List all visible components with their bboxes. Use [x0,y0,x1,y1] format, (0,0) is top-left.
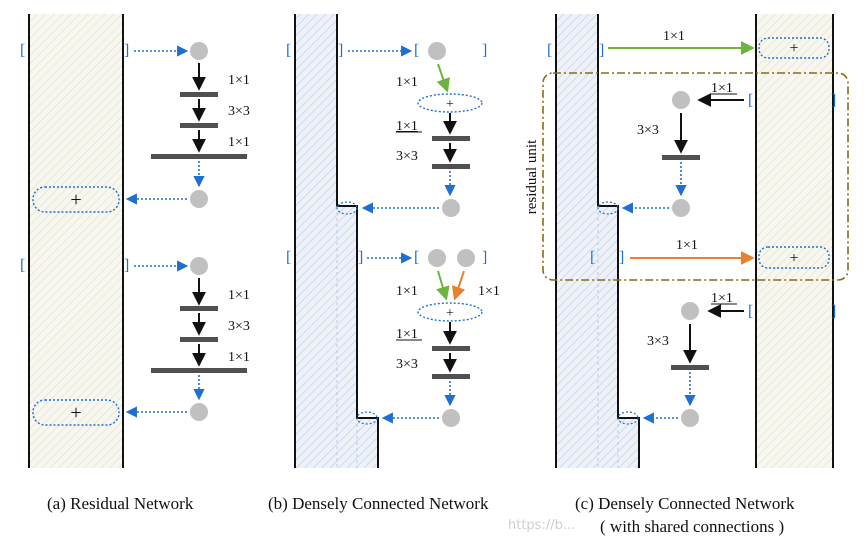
bracket-right: ] [482,249,487,266]
bracket-right: ] [124,257,129,274]
kernel-label: 3×3 [228,319,250,334]
sum-node [597,201,619,215]
bracket-left: [ [286,249,291,266]
sum-node [417,302,483,322]
node [428,42,446,60]
sum-node [32,399,120,426]
node [190,257,208,275]
bracket-right: ] [482,42,487,59]
conv-bar [432,136,470,141]
bracket-left: [ [748,92,753,109]
kernel-label: 1×1 [711,81,733,96]
panel-c-dense-shared: [ ] 1×1 + residual unit ] [ 1×1 3×3 [ ] … [524,14,849,468]
bracket-left: [ [286,42,291,59]
kernel-label: 3×3 [637,123,659,138]
caption-c-subtitle: ( with shared connections ) [600,517,785,536]
dense-column [556,14,639,468]
kernel-label: 1×1 [711,291,733,306]
kernel-label: 3×3 [396,357,418,372]
kernel-label: 1×1 [228,73,250,88]
sum-label: + [446,97,454,112]
kernel-label: 3×3 [228,104,250,119]
conv-bar [180,337,218,342]
bracket-left: [ [748,303,753,320]
conv-bar [432,374,470,379]
kernel-label: 3×3 [396,149,418,164]
node [681,409,699,427]
sum-label: + [789,40,798,57]
kernel-label: 1×1 [396,327,418,342]
bracket-right: ] [358,249,363,266]
watermark: https://b... [508,518,576,533]
sum-node [356,411,378,425]
bracket-left: [ [20,257,25,274]
kernel-label: 1×1 [396,75,418,90]
conv-bar [151,368,247,373]
bracket-right: ] [599,42,604,59]
kernel-label: 1×1 [228,350,250,365]
residual-column [29,14,123,468]
bracket-left: [ [590,249,595,266]
bracket-right: ] [338,42,343,59]
conv-bar [180,123,218,128]
residual-unit-label: residual unit [524,139,540,214]
dense-column [295,14,378,468]
panel-a-residual: [ ] + 1×1 3×3 1×1 [ ] + 1×1 3×3 [20,14,250,468]
bracket-left: [ [20,42,25,59]
conv-bar [662,155,700,160]
residual-column [756,14,833,468]
node [190,190,208,208]
node [442,409,460,427]
sum-node [617,411,639,425]
kernel-label: 1×1 [478,284,500,299]
sum-label: + [70,189,81,211]
sum-node [32,186,120,213]
kernel-label: 3×3 [647,334,669,349]
node [672,91,690,109]
node [442,199,460,217]
sum-node [758,37,830,59]
node [190,42,208,60]
bracket-left: [ [547,42,552,59]
node [190,403,208,421]
kernel-label: 1×1 [396,119,418,134]
conv-bar [432,164,470,169]
node [681,302,699,320]
node [672,199,690,217]
bracket-right: ] [831,92,836,109]
conv-bar [671,365,709,370]
caption-b: (b) Densely Connected Network [268,494,489,513]
bracket-right: ] [831,303,836,320]
sum-node [417,93,483,113]
conv-bar [432,346,470,351]
residual-unit-box [542,72,849,281]
sum-label: + [446,306,454,321]
panel-b-dense: [ ] [ ] + 1×1 1×1 3×3 [ ] [ ] + [286,14,500,468]
sum-node [336,201,358,215]
kernel-label: 1×1 [663,29,685,44]
conv-bar [180,306,218,311]
kernel-label: 1×1 [676,238,698,253]
sum-label: + [789,250,798,267]
sum-label: + [70,402,81,424]
node [428,249,446,267]
caption-c: (c) Densely Connected Network [575,494,795,513]
conv-bar [151,154,247,159]
kernel-label: 1×1 [228,288,250,303]
bracket-left: [ [414,42,419,59]
node [457,249,475,267]
kernel-label: 1×1 [396,284,418,299]
kernel-label: 1×1 [228,135,250,150]
caption-a: (a) Residual Network [47,494,194,513]
bracket-left: [ [414,249,419,266]
bracket-right: ] [124,42,129,59]
conv-bar [180,92,218,97]
bracket-right: ] [619,249,624,266]
sum-node [758,246,830,269]
